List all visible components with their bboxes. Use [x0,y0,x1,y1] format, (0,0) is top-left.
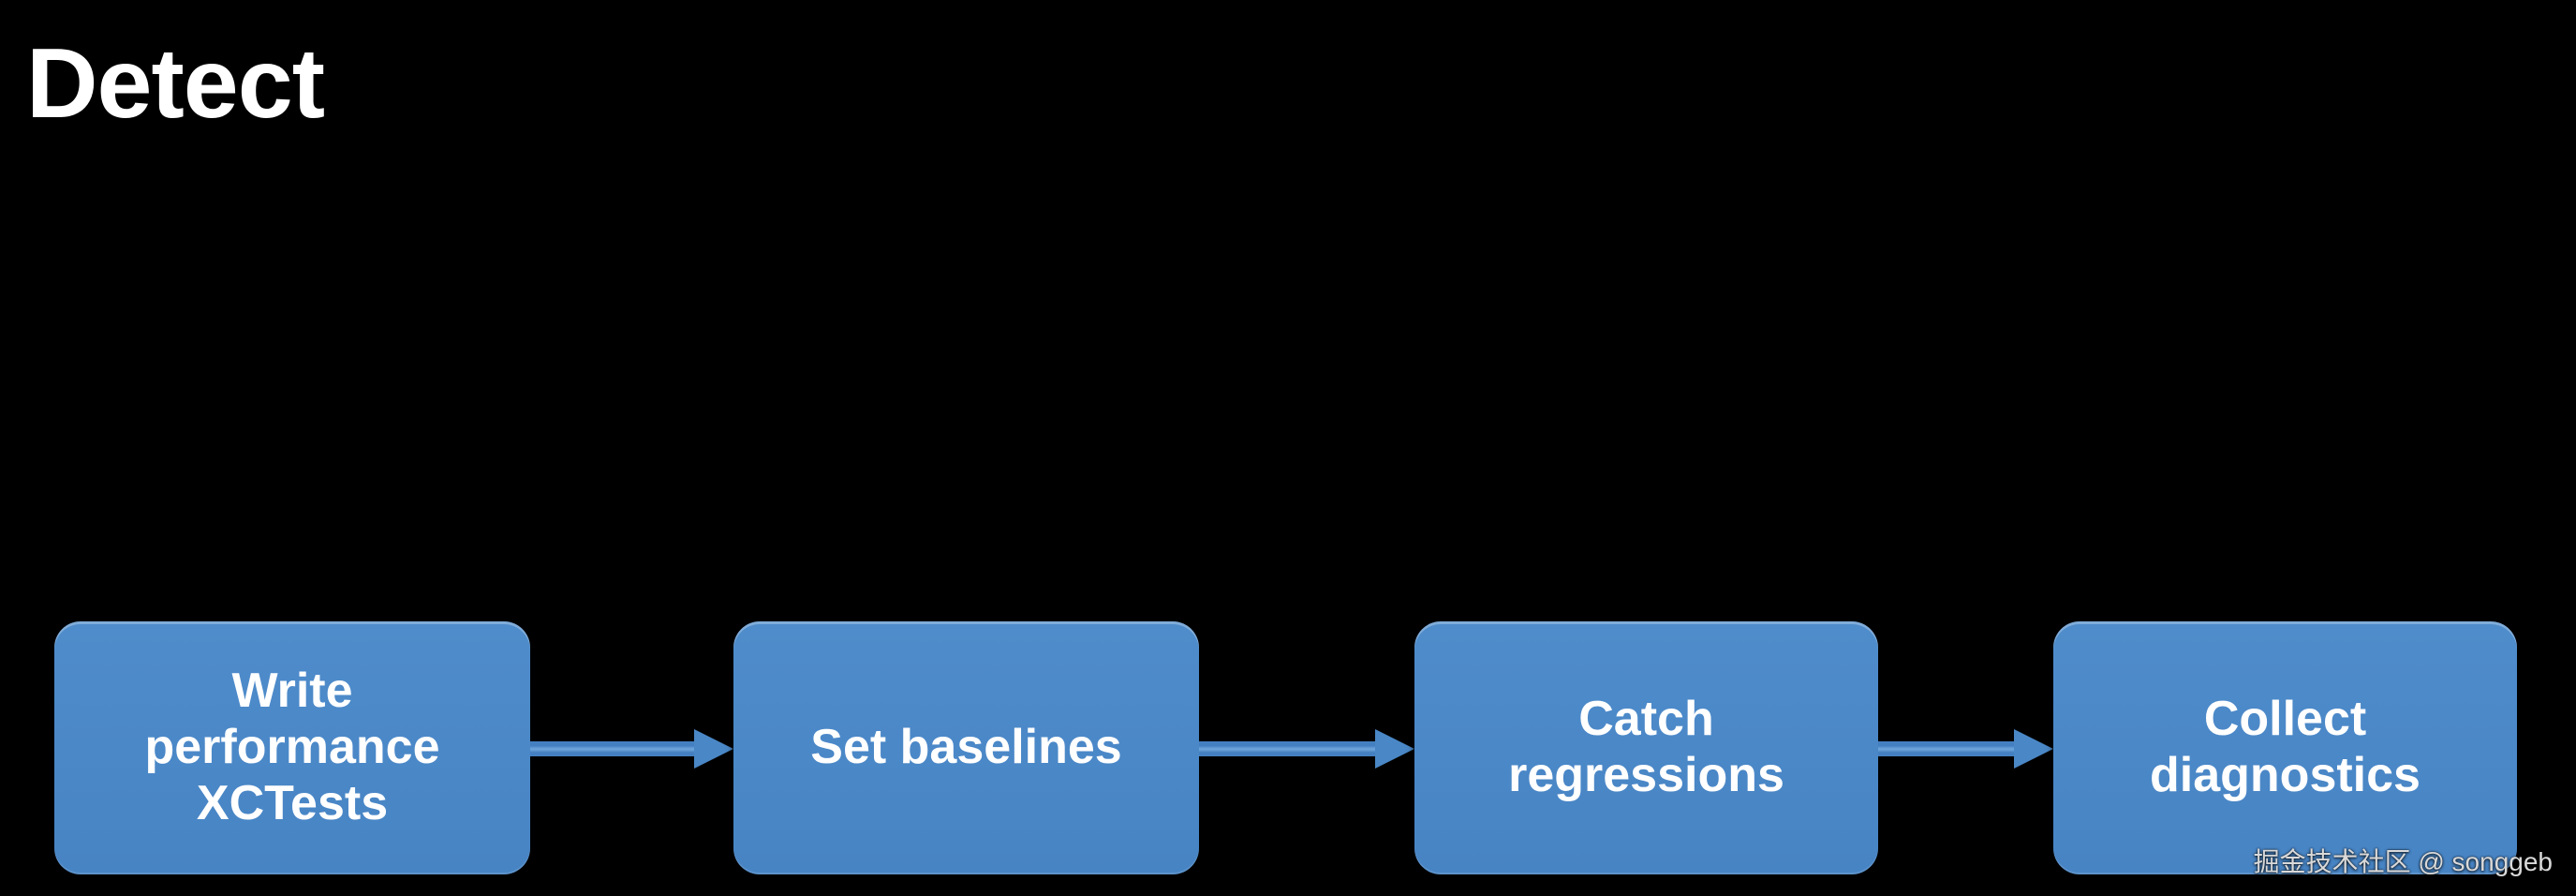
arrow-shaft [1878,741,2016,756]
arrow-shaft [1199,741,1377,756]
arrow-right-icon [1878,729,2053,769]
flow-step-label: Catch regressions [1508,692,1784,802]
arrow-head [1375,729,1414,769]
flow-step-collect-diagnostics: Collect diagnostics [2053,621,2517,874]
arrow-right-icon [530,729,733,769]
arrow-head [2014,729,2053,769]
page-title: Detect [26,28,325,139]
arrow-shaft [530,741,696,756]
flow-step-write-performance-xctests: Write performance XCTests [54,621,530,874]
watermark: 掘金技术社区 @ songgeb [2253,847,2553,876]
flow-step-label: Collect diagnostics [2150,692,2421,802]
flow-step-label: Write performance XCTests [144,664,440,830]
arrow-right-icon [1199,729,1414,769]
flow-step-label: Set baselines [810,720,1122,775]
arrow-head [694,729,733,769]
flow-step-set-baselines: Set baselines [733,621,1199,874]
flow-step-catch-regressions: Catch regressions [1414,621,1878,874]
